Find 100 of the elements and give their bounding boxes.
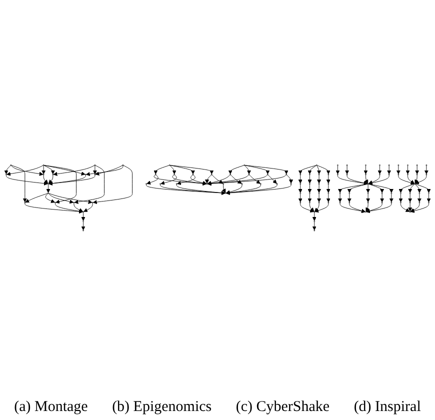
arrow [170,164,176,174]
node-ellipse [73,201,75,203]
arrow [414,184,422,193]
node-ellipse [290,182,292,184]
node-ellipse [418,192,420,194]
arrow [317,174,322,184]
node-ellipse [346,164,348,166]
node-ellipse [300,201,302,203]
node-ellipse [94,164,96,166]
node-ellipse [318,192,320,194]
node-ellipse [390,192,392,194]
node-ellipse [426,164,428,166]
node-ellipse [206,182,208,184]
node-ellipse [300,182,302,184]
node-ellipse [276,182,278,184]
node-ellipse [224,192,226,194]
node-ellipse [328,201,330,203]
node-ellipse [94,173,96,175]
arrow [345,165,350,174]
arrow [406,165,410,174]
node-ellipse [409,192,411,194]
node-ellipse [122,164,124,166]
node-ellipse [309,173,310,175]
arrow [317,193,322,202]
node-ellipse [318,201,320,203]
arrow [415,165,420,174]
node-ellipse [337,164,338,166]
arrow [424,165,428,174]
node-ellipse [146,182,147,184]
node-ellipse [6,173,7,175]
arrow [338,193,342,202]
arrow [378,165,382,174]
node-ellipse [426,173,428,175]
node-ellipse [286,173,288,175]
arrow [309,202,314,212]
panel-caption: (a) Montage [14,399,88,416]
arrow [398,193,403,202]
node-ellipse [300,173,302,175]
arrow [326,184,330,193]
arrow [43,174,48,184]
arrow [336,165,340,174]
node-ellipse [84,173,86,175]
node-ellipse [339,192,341,194]
node-ellipse [337,173,338,175]
node-ellipse [409,201,411,203]
node-ellipse [10,164,12,166]
arrow [312,221,316,230]
arrow [417,193,422,202]
arrow [426,193,431,202]
node-ellipse [318,182,320,184]
arrow [222,184,226,193]
node-ellipse [42,164,44,166]
node-ellipse [244,164,246,166]
arrow [298,193,302,202]
node-ellipse [346,173,348,175]
node-ellipse [365,173,366,175]
arrow [347,193,352,202]
node-ellipse [82,229,84,231]
node-ellipse [400,192,402,194]
node-ellipse [24,201,26,203]
arrow [286,174,294,184]
node-ellipse [92,201,94,203]
node-ellipse [418,201,420,203]
arrow [366,202,370,212]
node-ellipse [365,164,366,166]
node-ellipse [222,182,224,184]
node-ellipse [318,173,320,175]
node-ellipse [398,173,400,175]
arrow [308,184,312,193]
arrow [42,165,46,174]
node-ellipse [82,220,84,222]
node-ellipse [381,201,383,203]
node-ellipse [309,201,310,203]
panel-caption: (c) CyberShake [236,399,330,416]
arrow [414,174,418,184]
node-ellipse [42,173,44,175]
arrow [81,221,86,230]
arrow [326,193,330,202]
node-ellipse [316,164,318,166]
node-ellipse [154,173,156,175]
arrow [316,165,322,174]
arrow [298,184,302,193]
node-ellipse [309,182,310,184]
arrow [326,174,330,184]
node-ellipse [390,201,392,203]
node-ellipse [339,201,341,203]
arrow [317,184,322,193]
node-ellipse [52,173,54,175]
node-ellipse [407,173,408,175]
arrow [380,193,384,202]
arrow [92,165,97,174]
arrow [48,174,54,184]
arrow [408,184,415,193]
arrow [396,165,400,174]
node-ellipse [241,182,243,184]
node-ellipse [348,201,350,203]
node-ellipse [428,201,430,203]
arrow [364,165,368,174]
node-ellipse [309,192,310,194]
node-ellipse [409,210,411,212]
